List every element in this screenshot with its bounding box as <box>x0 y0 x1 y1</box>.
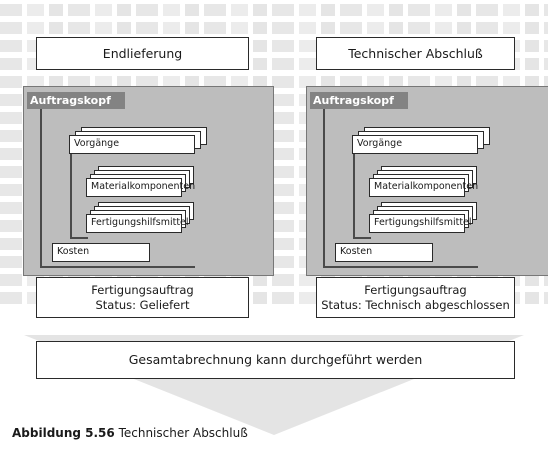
technischer-abschluss-label: Technischer Abschluß <box>348 46 483 61</box>
endlieferung-label: Endlieferung <box>102 46 183 61</box>
left-materials-box: Materialkomponenten <box>86 178 195 197</box>
right-operations-box: Vorgänge <box>352 135 478 154</box>
right-status-box: Fertigungsauftrag Status: Technisch abge… <box>316 277 515 318</box>
left-operations-box: Vorgänge <box>69 135 195 154</box>
left-status-box: Fertigungsauftrag Status: Geliefert <box>36 277 249 318</box>
left-costs-box: Kosten <box>52 243 150 262</box>
right-status-value: Status: Technisch abgeschlossen <box>321 298 510 312</box>
settlement-box: Gesamtabrechnung kann durchgeführt werde… <box>36 341 515 379</box>
background-line <box>0 76 548 88</box>
left-structure-frame <box>40 108 195 268</box>
left-status-title: Fertigungsauftrag <box>91 283 194 297</box>
right-tools-box: Fertigungshilfsmittel <box>369 214 472 233</box>
figure-caption: Abbildung 5.56 Technischer Abschluß <box>12 426 248 440</box>
figure-title: Technischer Abschluß <box>118 426 248 440</box>
figure-number: Abbildung 5.56 <box>12 426 115 440</box>
background-line <box>0 4 548 16</box>
right-operations-connector <box>353 154 371 239</box>
right-structure-frame <box>323 108 478 268</box>
left-status-value: Status: Geliefert <box>95 298 190 312</box>
background-line <box>0 22 548 34</box>
right-materials-box: Materialkomponenten <box>369 178 478 197</box>
right-costs-box: Kosten <box>335 243 433 262</box>
left-tools-box: Fertigungshilfsmittel <box>86 214 189 233</box>
left-operations-connector <box>70 154 88 239</box>
technischer-abschluss-box: Technischer Abschluß <box>316 37 515 70</box>
right-status-title: Fertigungsauftrag <box>364 283 467 297</box>
left-header: Auftragskopf <box>27 92 125 109</box>
endlieferung-box: Endlieferung <box>36 37 249 70</box>
settlement-label: Gesamtabrechnung kann durchgeführt werde… <box>128 352 423 367</box>
right-header: Auftragskopf <box>310 92 408 109</box>
